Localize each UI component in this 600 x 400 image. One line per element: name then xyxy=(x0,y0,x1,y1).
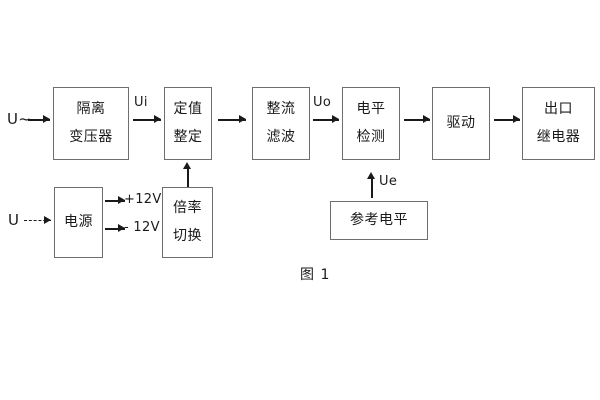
arrow-multiplier-switch-to-setting-value xyxy=(183,162,192,187)
block-rectify-filter-line-2: 滤波 xyxy=(266,129,296,145)
block-output-relay-line-2: 继电器 xyxy=(536,129,581,145)
arrow-power-supply-negative-rail xyxy=(105,224,125,233)
block-isolation-transformer-line-1: 隔离 xyxy=(76,101,106,118)
positive-12v-label: +12V xyxy=(124,192,162,207)
arrow-isolation-transformer-to-setting-value xyxy=(133,115,161,124)
figure-caption: 图 1 xyxy=(300,267,331,283)
block-reference-level: 参考电平 xyxy=(330,201,428,240)
block-isolation-transformer-line-2: 变压器 xyxy=(69,129,113,145)
block-setting-value: 定值 整定 xyxy=(164,87,212,160)
block-multiplier-switch: 倍率 切换 xyxy=(162,187,213,258)
block-setting-value-line-1: 定值 xyxy=(173,101,203,118)
block-rectify-filter-line-1: 整流 xyxy=(266,101,296,118)
arrow-power-supply-positive-rail xyxy=(105,196,125,205)
block-power-supply-line-1: 电源 xyxy=(64,214,93,231)
block-multiplier-switch-line-2: 切换 xyxy=(173,228,202,244)
block-power-supply: 电源 xyxy=(54,187,103,258)
arrow-reference-level-to-level-detection xyxy=(367,172,376,198)
block-output-relay-line-1: 出口 xyxy=(544,101,573,118)
uo-signal-label: Uo xyxy=(313,95,332,110)
arrow-dc-input-to-power-supply xyxy=(24,216,51,225)
block-rectify-filter: 整流 滤波 xyxy=(252,87,310,160)
arrow-ac-input-to-isolation-transformer xyxy=(28,115,50,124)
block-multiplier-switch-line-1: 倍率 xyxy=(173,200,202,217)
block-level-detection-line-2: 检测 xyxy=(356,129,386,145)
arrow-rectify-filter-to-level-detection xyxy=(313,115,339,124)
block-setting-value-line-2: 整定 xyxy=(173,129,203,145)
ac-input-label: U~ xyxy=(7,110,32,128)
block-reference-level-line-1: 参考电平 xyxy=(350,212,408,229)
block-output-relay: 出口 继电器 xyxy=(522,87,595,160)
block-level-detection: 电平 检测 xyxy=(342,87,400,160)
block-drive: 驱动 xyxy=(432,87,490,160)
block-drive-line-1: 驱动 xyxy=(446,115,476,132)
dc-input-label: U xyxy=(8,211,20,229)
block-isolation-transformer: 隔离 变压器 xyxy=(53,87,129,160)
ue-signal-label: Ue xyxy=(379,174,398,189)
arrow-drive-to-output-relay xyxy=(494,115,520,124)
block-level-detection-line-1: 电平 xyxy=(356,101,386,118)
ui-signal-label: Ui xyxy=(134,95,148,110)
arrow-level-detection-to-drive xyxy=(404,115,430,124)
arrow-setting-value-to-rectify-filter xyxy=(218,115,246,124)
negative-12v-label: - 12V xyxy=(124,220,160,235)
